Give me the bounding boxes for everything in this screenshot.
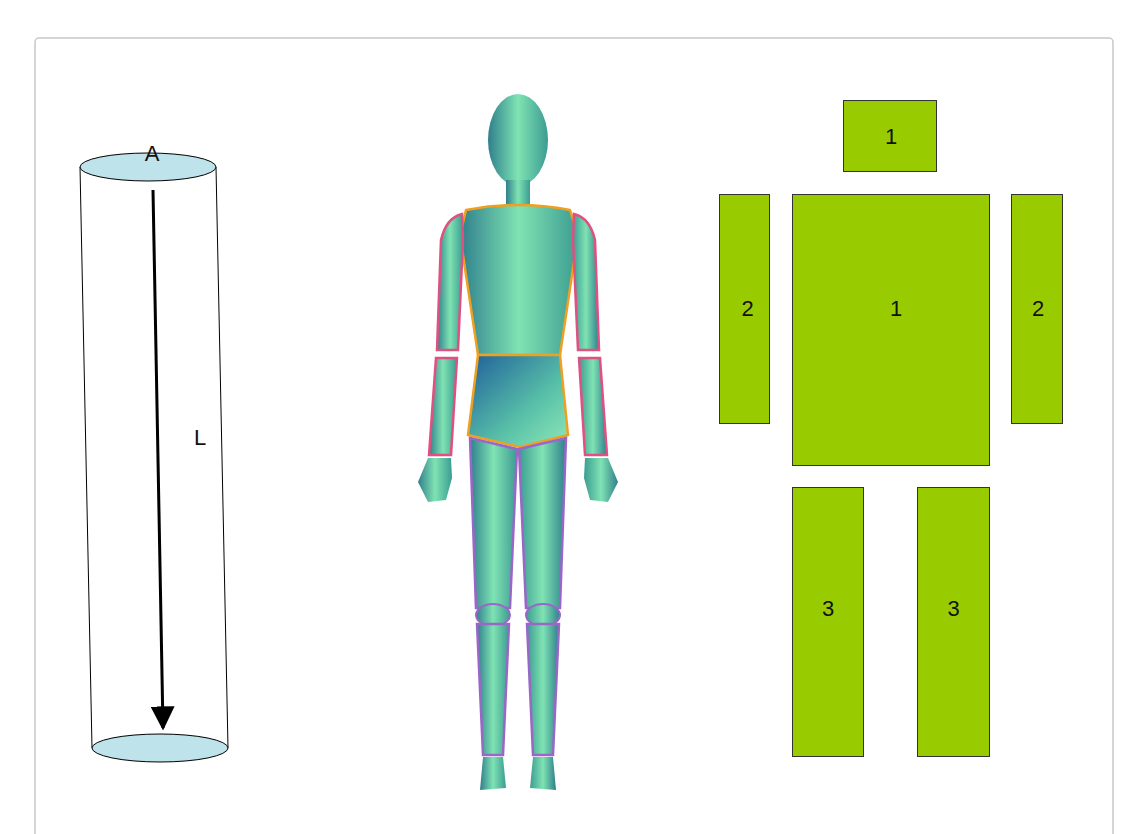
part-number: 2 <box>741 298 753 320</box>
torso-box: 1 <box>792 194 990 466</box>
part-number: 3 <box>822 598 834 620</box>
part-number: 1 <box>890 298 902 320</box>
length-label: L <box>194 427 206 449</box>
head-box: 1 <box>843 100 937 172</box>
part-number: 1 <box>885 126 897 148</box>
area-label: A <box>145 143 160 165</box>
arm-box: 2 <box>1011 194 1063 424</box>
leg-box: 3 <box>917 487 990 757</box>
part-number: 3 <box>947 598 959 620</box>
part-number: 2 <box>1032 298 1044 320</box>
human-figure <box>418 94 618 790</box>
frame <box>35 38 1113 834</box>
arm-box: 2 <box>719 194 770 424</box>
leg-box: 3 <box>792 487 864 757</box>
cylinder <box>80 153 228 762</box>
